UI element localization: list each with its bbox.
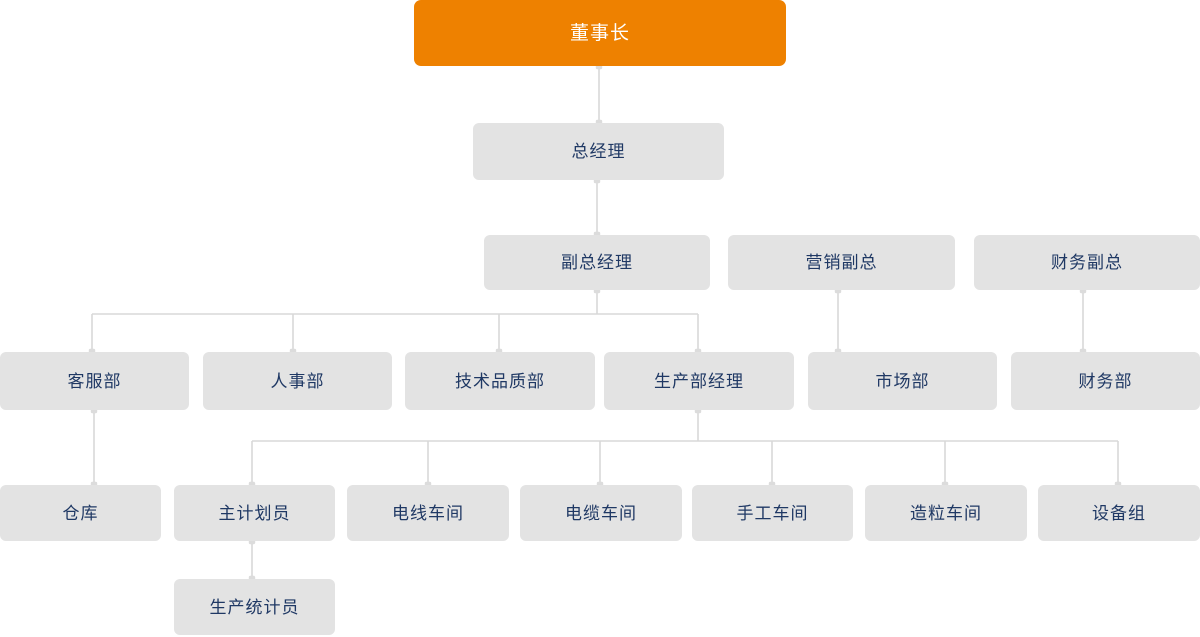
org-node-label: 主计划员 — [218, 503, 291, 523]
org-node-hr-dept[interactable]: 人事部 — [203, 352, 392, 410]
org-node-label: 客服部 — [67, 371, 122, 391]
org-node-label: 市场部 — [875, 371, 930, 391]
org-node-label: 人事部 — [270, 371, 325, 391]
org-node-vp-finance[interactable]: 财务副总 — [974, 235, 1200, 290]
org-node-label: 总经理 — [571, 142, 626, 161]
org-node-label: 董事长 — [569, 22, 630, 44]
org-node-warehouse[interactable]: 仓库 — [0, 485, 161, 541]
org-node-label: 电线车间 — [392, 503, 464, 523]
org-node-granule-shop[interactable]: 造粒车间 — [865, 485, 1027, 541]
org-node-production-mgr[interactable]: 生产部经理 — [604, 352, 794, 410]
org-node-tech-quality[interactable]: 技术品质部 — [405, 352, 595, 410]
org-node-prod-statistician[interactable]: 生产统计员 — [174, 579, 335, 635]
org-node-label: 营销副总 — [805, 253, 878, 272]
org-node-label: 仓库 — [62, 503, 99, 523]
org-node-vp-marketing[interactable]: 营销副总 — [728, 235, 955, 290]
org-node-deputy-gm[interactable]: 副总经理 — [484, 235, 710, 290]
org-node-wire-workshop[interactable]: 电线车间 — [347, 485, 509, 541]
org-node-label: 技术品质部 — [455, 371, 545, 391]
org-node-market-dept[interactable]: 市场部 — [808, 352, 997, 410]
org-node-finance-dept[interactable]: 财务部 — [1011, 352, 1200, 410]
org-node-equipment-group[interactable]: 设备组 — [1038, 485, 1200, 541]
org-node-label: 设备组 — [1092, 503, 1146, 523]
org-node-label: 手工车间 — [736, 503, 809, 523]
org-node-label: 财务副总 — [1051, 253, 1123, 272]
org-node-customer-svc[interactable]: 客服部 — [0, 352, 189, 410]
org-node-label: 电缆车间 — [565, 503, 637, 523]
org-node-general-manager[interactable]: 总经理 — [473, 123, 724, 180]
org-node-label: 生产部经理 — [654, 371, 744, 391]
org-node-label: 生产统计员 — [209, 597, 300, 617]
org-node-label: 副总经理 — [561, 253, 633, 272]
org-node-label: 财务部 — [1078, 371, 1133, 391]
org-node-label: 造粒车间 — [910, 503, 982, 523]
org-node-chairman[interactable]: 董事长 — [414, 0, 786, 66]
org-node-chief-planner[interactable]: 主计划员 — [174, 485, 335, 541]
org-node-manual-workshop[interactable]: 手工车间 — [692, 485, 853, 541]
org-node-cable-workshop[interactable]: 电缆车间 — [520, 485, 682, 541]
